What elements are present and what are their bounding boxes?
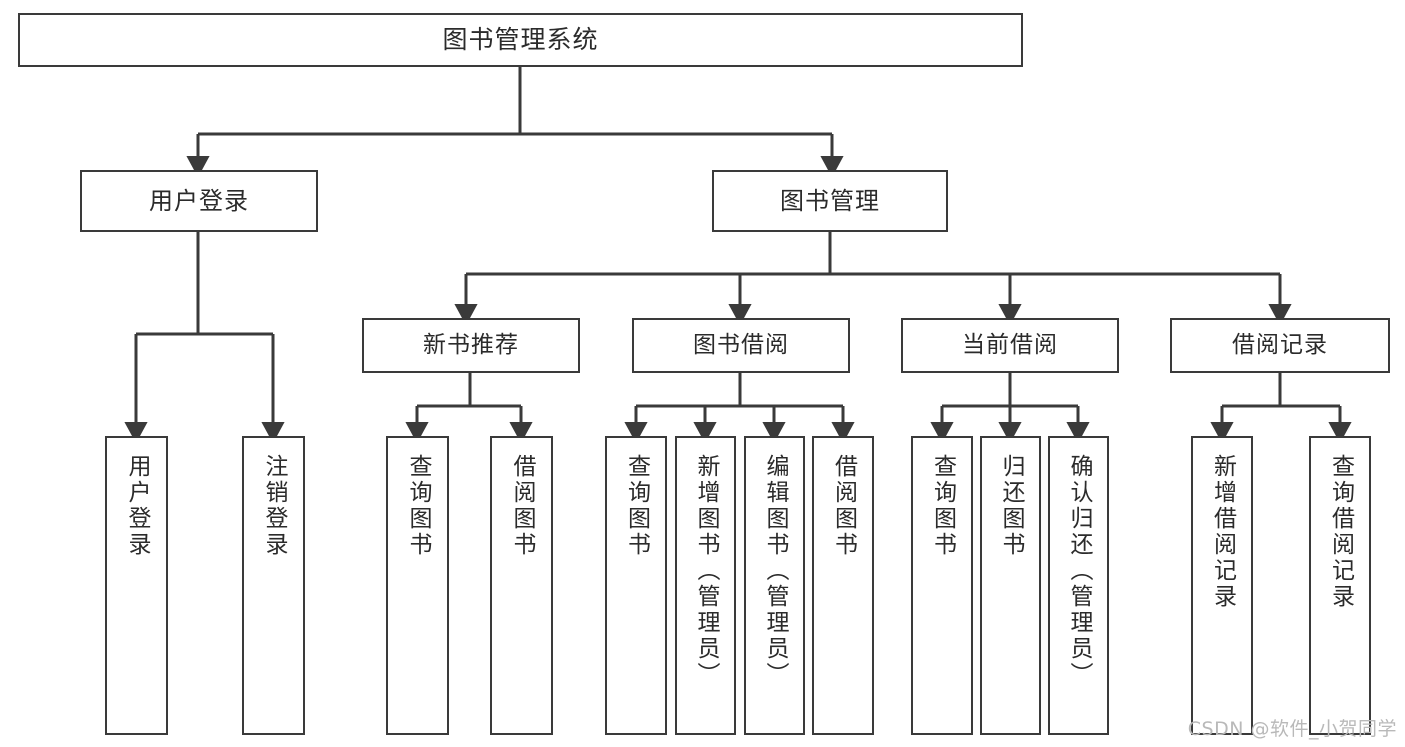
leaf-add-book-admin-label: 新增图书（管理员） (693, 454, 719, 688)
leaf-confirm-return-admin-label: 确认归还（管理员） (1066, 454, 1092, 688)
leaf-borrow-books-newbook-label: 借阅图书 (509, 454, 535, 558)
leaf-edit-book-admin-label: 编辑图书（管理员） (762, 454, 788, 688)
node-new-book-recommendation-label: 新书推荐 (423, 331, 519, 358)
node-borrowing-record-label: 借阅记录 (1232, 331, 1328, 358)
node-borrowing-record[interactable]: 借阅记录 (1170, 318, 1390, 373)
leaf-borrow-books-borrowing[interactable]: 借阅图书 (812, 436, 874, 735)
leaf-user-login-label: 用户登录 (124, 454, 150, 558)
leaf-logout[interactable]: 注销登录 (242, 436, 305, 735)
leaf-confirm-return-admin[interactable]: 确认归还（管理员） (1048, 436, 1109, 735)
leaf-query-books-borrowing[interactable]: 查询图书 (605, 436, 667, 735)
leaf-query-books-newbook[interactable]: 查询图书 (386, 436, 449, 735)
leaf-query-books-current[interactable]: 查询图书 (911, 436, 973, 735)
leaf-logout-label: 注销登录 (261, 454, 287, 558)
csdn-watermark: CSDN @软件_小贺同学 (1187, 718, 1397, 740)
leaf-add-borrowing-record[interactable]: 新增借阅记录 (1191, 436, 1253, 735)
node-book-borrowing-label: 图书借阅 (693, 331, 789, 358)
node-user-login-label: 用户登录 (149, 186, 249, 215)
leaf-return-books[interactable]: 归还图书 (980, 436, 1041, 735)
leaf-add-borrowing-record-label: 新增借阅记录 (1209, 454, 1236, 610)
leaf-query-borrowing-record-label: 查询借阅记录 (1327, 454, 1354, 610)
leaf-query-borrowing-record[interactable]: 查询借阅记录 (1309, 436, 1371, 735)
node-root-label: 图书管理系统 (442, 25, 599, 54)
leaf-add-book-admin[interactable]: 新增图书（管理员） (675, 436, 736, 735)
node-current-borrowing[interactable]: 当前借阅 (901, 318, 1119, 373)
node-book-borrowing[interactable]: 图书借阅 (632, 318, 850, 373)
node-current-borrowing-label: 当前借阅 (962, 331, 1058, 358)
node-new-book-recommendation[interactable]: 新书推荐 (362, 318, 580, 373)
leaf-return-books-label: 归还图书 (998, 454, 1024, 558)
leaf-query-books-newbook-label: 查询图书 (405, 454, 431, 558)
leaf-edit-book-admin[interactable]: 编辑图书（管理员） (744, 436, 805, 735)
leaf-user-login[interactable]: 用户登录 (105, 436, 168, 735)
node-book-management[interactable]: 图书管理 (712, 170, 948, 232)
node-user-login[interactable]: 用户登录 (80, 170, 318, 232)
leaf-borrow-books-borrowing-label: 借阅图书 (830, 454, 857, 558)
leaf-query-books-current-label: 查询图书 (929, 454, 956, 558)
node-book-management-label: 图书管理 (780, 186, 880, 215)
leaf-query-books-borrowing-label: 查询图书 (623, 454, 650, 558)
node-root-book-management-system[interactable]: 图书管理系统 (18, 13, 1023, 67)
leaf-borrow-books-newbook[interactable]: 借阅图书 (490, 436, 553, 735)
